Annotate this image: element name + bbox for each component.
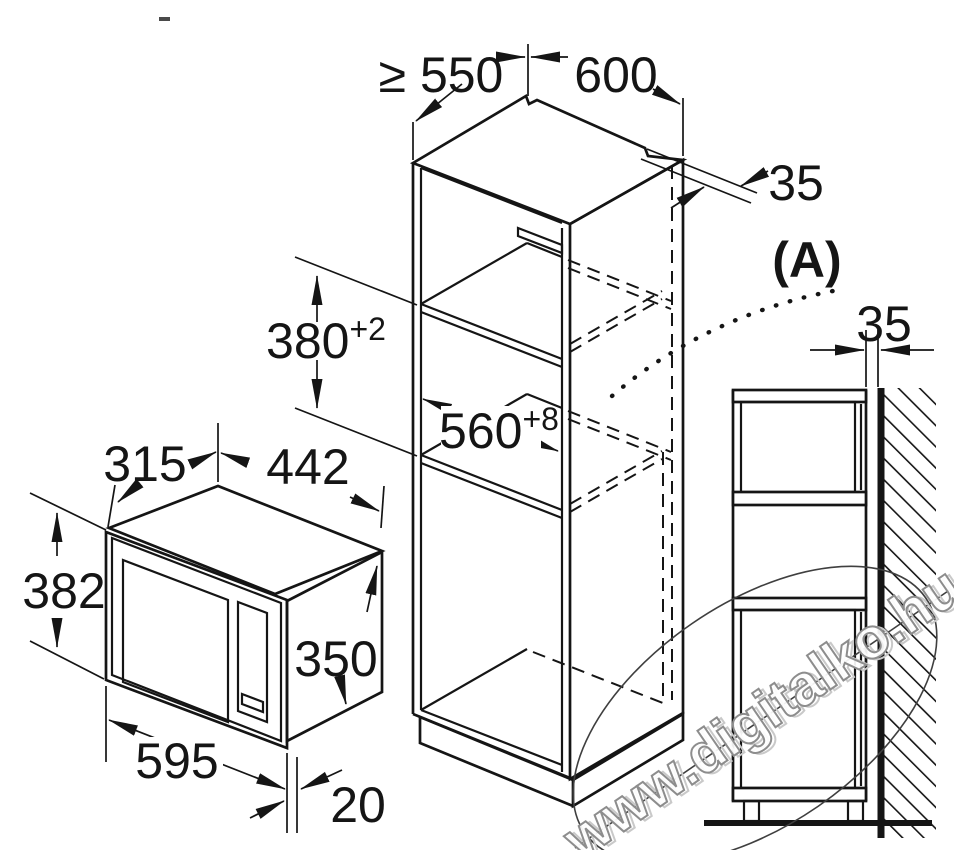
cabinet-interior bbox=[419, 166, 564, 772]
side-foot-left bbox=[742, 799, 761, 823]
wall-section bbox=[877, 388, 936, 838]
cabinet-hidden-edges bbox=[532, 166, 673, 706]
cabinet-shelf-upper bbox=[420, 241, 563, 369]
microwave-isometric bbox=[104, 484, 386, 750]
niche-height-label: 380+2 bbox=[266, 311, 386, 369]
dim-cabinet-width: 600 bbox=[527, 44, 684, 156]
body-height-label: 350 bbox=[294, 631, 377, 687]
side-upper-compartment bbox=[739, 400, 857, 494]
microwave-width-label: 442 bbox=[266, 439, 349, 495]
dim-microwave-depth: 315 bbox=[103, 423, 219, 528]
scan-artifact bbox=[159, 17, 170, 21]
dim-cabinet-depth: ≥ 550 bbox=[379, 47, 526, 160]
detail-leader-dotted bbox=[609, 288, 836, 399]
microwave-display bbox=[240, 692, 265, 714]
watermark-underline bbox=[574, 588, 952, 849]
detail-marker-a: (A) bbox=[609, 232, 842, 399]
cabinet-isometric bbox=[409, 94, 688, 809]
dim-wall-clearance: 35 bbox=[810, 296, 934, 387]
dim-microwave-width: 442 bbox=[220, 439, 385, 529]
dim-niche-height: 380+2 bbox=[266, 256, 418, 457]
cabinet-width-label: 600 bbox=[574, 47, 657, 103]
side-bottom-rail bbox=[731, 786, 868, 803]
dim-body-height: 350 bbox=[294, 565, 378, 705]
side-foot-right bbox=[846, 799, 865, 823]
dim-niche-width: 560+8 bbox=[422, 398, 559, 459]
side-top-panel bbox=[731, 388, 868, 404]
microwave-frame bbox=[104, 530, 289, 750]
cabinet-top-rail bbox=[516, 226, 564, 255]
cabinet-right-panel bbox=[568, 157, 685, 782]
side-middle-rail bbox=[731, 596, 868, 612]
microwave-depth-label: 315 bbox=[103, 436, 186, 492]
microwave-top-face bbox=[105, 484, 386, 596]
dim-frame-width: 595 bbox=[105, 686, 288, 833]
wall-clearance-label: 35 bbox=[856, 296, 912, 352]
side-shelf bbox=[731, 490, 868, 507]
dim-top-rail-width: 35 bbox=[640, 148, 824, 211]
cabinet-depth-label: ≥ 550 bbox=[379, 47, 504, 103]
dim-frame-height: 382 bbox=[22, 492, 107, 680]
frame-protrusion-label: 20 bbox=[330, 777, 386, 833]
microwave-door-window bbox=[121, 558, 230, 724]
wall-hatching bbox=[884, 388, 936, 838]
watermark-ellipse bbox=[572, 565, 938, 850]
detail-marker-label: (A) bbox=[772, 232, 841, 288]
dim-frame-protrusion: 20 bbox=[249, 757, 386, 833]
frame-height-label: 382 bbox=[22, 563, 105, 619]
frame-width-label: 595 bbox=[135, 733, 218, 789]
top-rail-width-label: 35 bbox=[768, 155, 824, 211]
niche-width-label: 560+8 bbox=[439, 401, 559, 459]
